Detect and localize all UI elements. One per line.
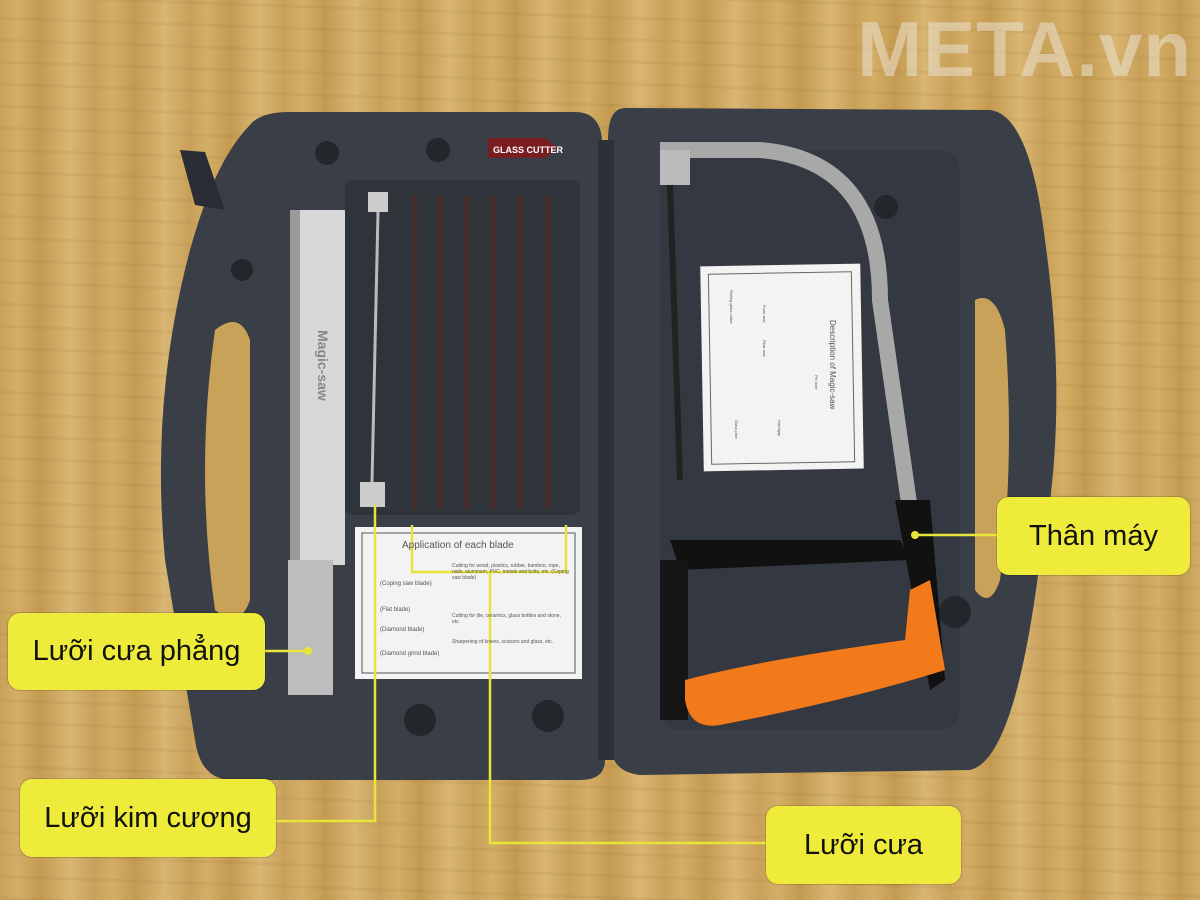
blade-name: (Flat blade): [380, 607, 411, 613]
part-label: Rolling glass cutter: [729, 290, 734, 324]
diamond-wire-blade: [360, 192, 388, 507]
application-card-paper: [355, 527, 582, 679]
blade-desc: Cutting for tile, ceramics, glass bottle…: [452, 613, 561, 625]
glass-cutter-tag-text: GLASS CUTTER: [493, 145, 564, 155]
blade-desc: Sharpening of knives, scissors and glass…: [452, 639, 554, 645]
blade-name: (Diamond grind blade): [380, 651, 440, 657]
flat-blade: Magic-saw: [288, 210, 345, 695]
hacksaw-body: [660, 142, 945, 726]
part-label: Handgrip: [777, 420, 782, 437]
part-label: Rear axis: [762, 340, 767, 357]
part-label: Glass plier: [734, 420, 739, 440]
part-label: Pin hole: [814, 375, 819, 390]
label-flat-blade: Lưỡi cưa phẳng: [8, 613, 265, 690]
glass-cutter-tag: [488, 138, 558, 158]
label-diamond-blade: Lưỡi kim cương: [20, 779, 276, 857]
screw-holes: [231, 138, 971, 736]
part-label: Front axis: [762, 305, 767, 323]
watermark-logo: META.vn: [857, 5, 1192, 93]
blade-name: (Coping saw blade): [380, 581, 432, 587]
description-card-title: Description of Magic-saw: [828, 320, 837, 410]
blade-desc: Cutting for wood, plastics, rubber, bamb…: [452, 563, 569, 581]
orange-handgrip: [685, 580, 945, 726]
leader-lines: [265, 505, 997, 845]
flat-blade-brand: Magic-saw: [315, 330, 331, 401]
description-card: Description of Magic-saw Rolling glass c…: [700, 263, 864, 472]
left-handle-hole: [205, 322, 250, 618]
blade-tray: [345, 180, 580, 515]
case-hinge: [598, 140, 614, 760]
blade-name: (Diamond blade): [380, 627, 425, 633]
label-body: Thân máy: [997, 497, 1190, 575]
case-latch: [180, 150, 225, 210]
application-card-title: Application of each blade: [402, 540, 514, 551]
coping-saw-blades: [413, 195, 550, 510]
label-saw-blade: Lưỡi cưa: [766, 806, 961, 884]
application-card: Application of each blade (Coping saw bl…: [362, 533, 575, 673]
